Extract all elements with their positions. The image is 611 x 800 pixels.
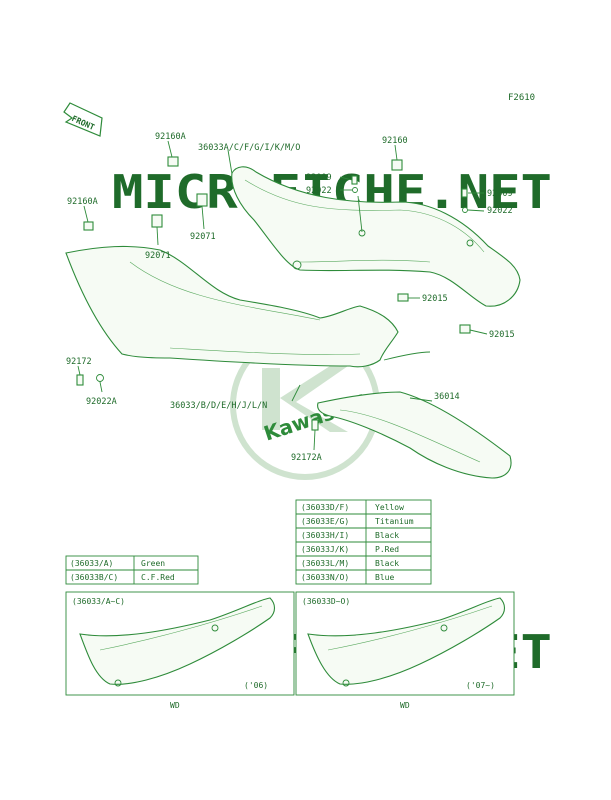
- table-row-color: Yellow: [375, 503, 404, 512]
- bolt-92172: [76, 374, 84, 386]
- table-row-color: Green: [141, 559, 165, 568]
- table-row-code: (36033L/M): [301, 559, 349, 568]
- variant-box-right: (36033D~O) ('07~) WD: [295, 591, 515, 710]
- callout-92071-left: 92071: [145, 251, 171, 261]
- callout-92022A: 92022A: [86, 397, 117, 407]
- callout-92009-a: 92009: [306, 173, 332, 183]
- variant-right-year: ('07~): [466, 681, 495, 690]
- table-row-code: (36033D/F): [301, 503, 349, 512]
- grommet-92071-mid: [196, 193, 208, 207]
- callout-92160A-top: 92160A: [155, 132, 186, 142]
- callout-92015-b: 92015: [489, 330, 515, 340]
- bolt-92009-b: [461, 188, 468, 198]
- table-row-color: Black: [375, 559, 399, 568]
- callout-36033-bottom: 36033/B/D/E/H/J/L/N: [170, 401, 267, 411]
- table-row-color: C.F.Red: [141, 573, 175, 582]
- table-row-code: (36033J/K): [301, 545, 349, 554]
- table-row-color: P.Red: [375, 545, 399, 554]
- table-row-color: Titanium: [375, 517, 414, 526]
- callout-92015-a: 92015: [422, 294, 448, 304]
- table-row-code: (36033H/I): [301, 531, 349, 540]
- variant-right-header: (36033D~O): [302, 597, 350, 606]
- table-row-code: (36033B/C): [70, 573, 118, 582]
- table-row-color: Blue: [375, 573, 394, 582]
- bolt-92009-a: [351, 175, 358, 185]
- callout-36033-top: 36033A/C/F/G/I/K/M/O: [198, 143, 300, 153]
- washer-92022-a: [352, 187, 358, 193]
- color-table-right: (36033D/F) Yellow (36033E/G) Titanium (3…: [295, 499, 432, 585]
- table-row-code: (36033/A): [70, 559, 113, 568]
- clip-92015-a: [397, 293, 409, 302]
- callout-92172: 92172: [66, 357, 92, 367]
- grommet-92160: [391, 159, 403, 171]
- grommet-92160A-left: [83, 221, 94, 231]
- callout-92022-a: 92022: [306, 186, 332, 196]
- callout-92022-b: 92022: [487, 206, 513, 216]
- variant-box-left: (36033/A~C) ('06) WD: [65, 591, 295, 710]
- callout-92172A: 92172A: [291, 453, 322, 463]
- callout-labels: 92160A 36033A/C/F/G/I/K/M/O 92160 92009 …: [66, 132, 515, 463]
- bolt-92172A: [311, 419, 319, 431]
- leader-lines: [77, 140, 488, 451]
- variant-left-header: (36033/A~C): [72, 597, 125, 606]
- callout-92160A-left: 92160A: [67, 197, 98, 207]
- grommet-92160A-top: [167, 156, 179, 167]
- front-arrow-icon: FRONT: [63, 102, 103, 137]
- grommet-92071-left: [151, 214, 163, 228]
- washer-92022A: [96, 374, 104, 382]
- table-row-color: Black: [375, 531, 399, 540]
- side-cover-lower: [65, 245, 431, 368]
- washer-92022-b: [462, 207, 468, 213]
- callout-92009-b: 92009: [487, 189, 513, 199]
- variant-left-year: ('06): [244, 681, 268, 690]
- variant-right-region: WD: [400, 701, 410, 710]
- color-table-left: (36033/A) Green (36033B/C) C.F.Red: [65, 555, 199, 585]
- callout-92071-mid: 92071: [190, 232, 216, 242]
- table-row-code: (36033E/G): [301, 517, 349, 526]
- tail-piece-36014: [317, 391, 512, 479]
- clip-92015-b: [459, 324, 471, 334]
- callout-36014: 36014: [434, 392, 460, 402]
- table-row-code: (36033N/O): [301, 573, 349, 582]
- variant-left-region: WD: [170, 701, 180, 710]
- callout-92160: 92160: [382, 136, 408, 146]
- figure-id: F2610: [508, 93, 535, 103]
